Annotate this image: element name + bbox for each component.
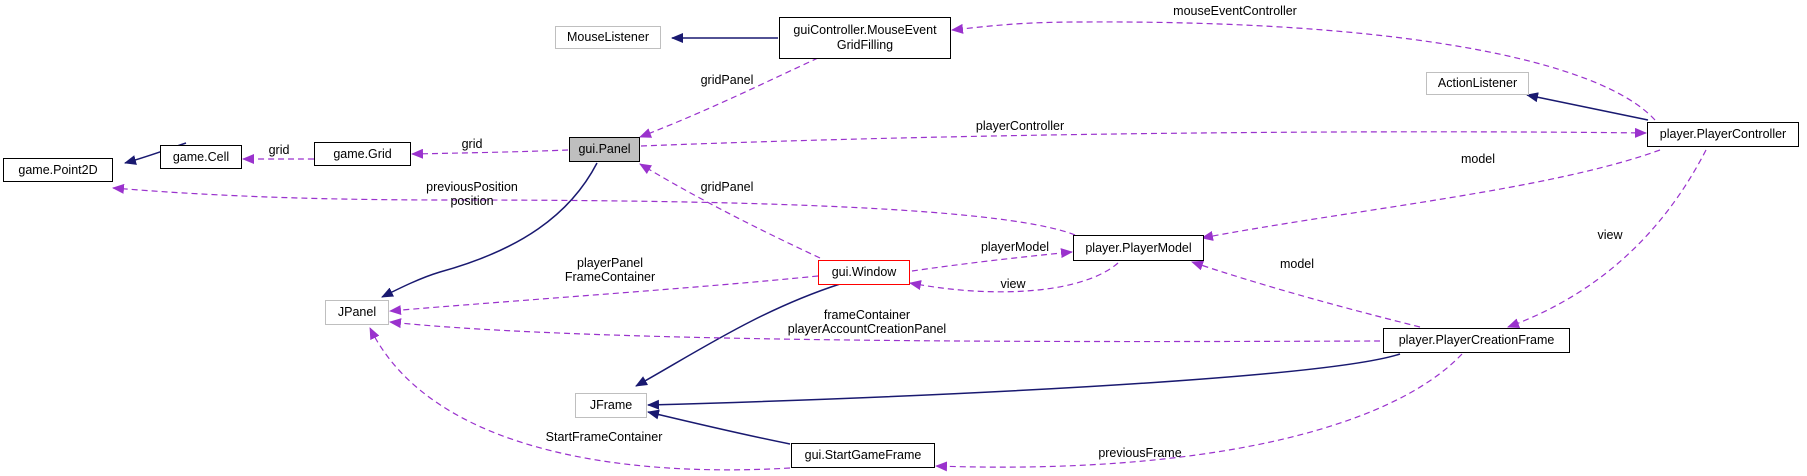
node-gui-window: gui.Window [818, 260, 910, 285]
node-jframe: JFrame [575, 393, 647, 418]
edge-creation-frame-to-jframe [647, 353, 1401, 410]
node-mouse-listener: MouseListener [555, 26, 661, 49]
node-jpanel: JPanel [325, 300, 389, 325]
edge-panel-to-jpanel [381, 162, 598, 298]
label-grid-panel-top: gridPanel [700, 73, 754, 87]
node-player-controller: player.PlayerController [1647, 122, 1799, 147]
edge-grid [411, 148, 569, 159]
node-gui-panel: gui.Panel [569, 137, 640, 162]
edge-window-to-jframe [635, 283, 841, 387]
edge-player-model [911, 248, 1073, 272]
node-mouse-event-grid-filling: guiController.MouseEvent GridFilling [779, 17, 951, 59]
label-previous-frame: previousFrame [1098, 446, 1182, 460]
label-frame-container: frameContainer playerAccountCreationPane… [787, 308, 947, 336]
edge-mouse-event-controller [951, 21, 1656, 121]
label-position: previousPosition position [426, 180, 518, 208]
label-grid: grid [461, 137, 483, 151]
node-start-game-frame: gui.StartGameFrame [791, 443, 935, 468]
edge-cell-to-point2d [124, 142, 187, 165]
edge-grid-panel-window [639, 163, 821, 259]
edge-frame-container [389, 318, 1381, 343]
edge-previous-frame [935, 353, 1463, 472]
label-player-panel: playerPanel FrameContainer [564, 256, 656, 284]
label-grid-panel-window: gridPanel [700, 180, 754, 194]
node-game-point2d: game.Point2D [3, 158, 113, 182]
edge-player-panel [389, 275, 819, 316]
edge-view-window [909, 262, 1119, 293]
label-view-right: view [1597, 228, 1623, 242]
label-view-window: view [1000, 277, 1026, 291]
label-model-creation: model [1279, 257, 1315, 271]
label-cell-grid: grid [268, 143, 290, 157]
label-player-controller: playerController [975, 119, 1065, 133]
edge-position [112, 183, 1076, 236]
label-start-frame-container: StartFrameContainer [545, 430, 663, 444]
edge-start-frame-container [369, 327, 791, 471]
edge-grid-panel-top [639, 57, 819, 138]
edge-player-controller [640, 127, 1647, 147]
node-game-grid: game.Grid [314, 142, 411, 166]
node-player-creation-frame: player.PlayerCreationFrame [1383, 328, 1570, 353]
edge-view-right [1507, 149, 1707, 328]
node-action-listener: ActionListener [1426, 72, 1529, 95]
edge-player-controller-to-action-listener [1526, 92, 1649, 121]
edge-start-frame-to-jframe [647, 409, 791, 445]
label-mouse-event-controller: mouseEventController [1173, 4, 1297, 18]
label-model-top: model [1460, 152, 1496, 166]
node-game-cell: game.Cell [160, 145, 242, 169]
label-player-model: playerModel [980, 240, 1050, 254]
edge-model-top [1201, 149, 1661, 241]
edge-model-creation [1191, 260, 1421, 328]
node-player-model: player.PlayerModel [1073, 235, 1204, 261]
